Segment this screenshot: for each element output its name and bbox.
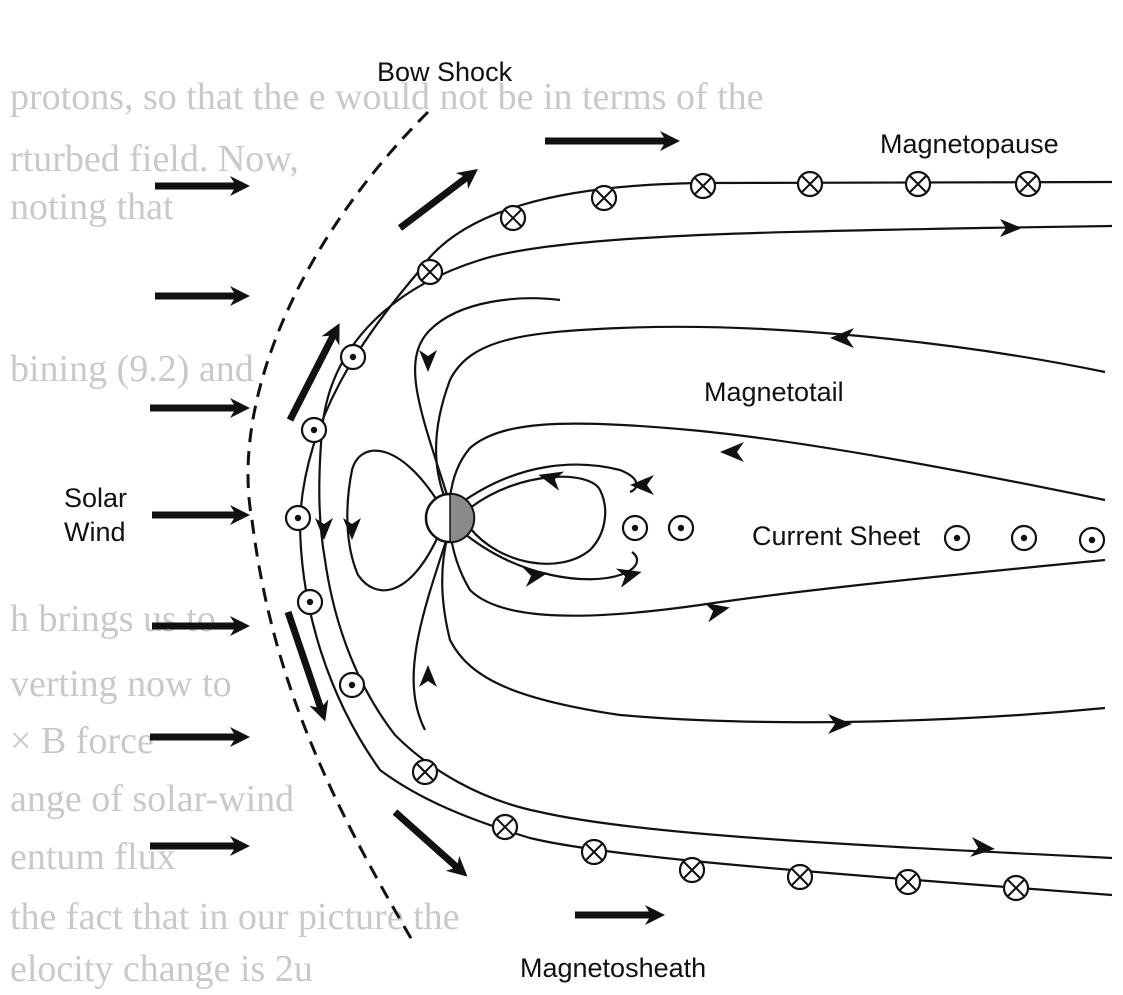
into-page-symbol-icon [1016,172,1040,196]
out-of-page-symbol-icon [298,590,322,614]
out-of-page-symbol-icon [302,418,326,442]
into-page-symbol-icon [592,186,616,210]
current-sheet-label: Current Sheet [750,522,922,552]
boundary-inner-upper [319,226,1112,858]
out-of-page-current-symbols [286,345,1104,697]
into-page-symbol-icon [493,815,517,839]
magnetosheath-flow-arrows [288,141,670,915]
into-page-symbol-icon [418,260,442,284]
magnetopause-upper-line [300,182,1112,895]
into-page-symbol-icon [691,174,715,198]
magnetopause-label: Magnetopause [880,130,1059,160]
into-page-symbol-icon [798,172,822,196]
into-page-symbol-icon [501,206,525,230]
out-of-page-symbol-icon [669,516,693,540]
into-page-symbol-icon [906,172,930,196]
out-of-page-symbol-icon [286,506,310,530]
magnetotail-label: Magnetotail [704,378,844,408]
solar-wind-label-line1: Solar [64,484,127,514]
planet-icon [426,494,474,542]
out-of-page-symbol-icon [341,345,365,369]
into-page-symbol-icon [896,870,920,894]
out-of-page-symbol-icon [1012,526,1036,550]
out-of-page-symbol-icon [340,673,364,697]
solar-wind-label-line2: Wind [64,518,126,548]
into-page-symbol-icon [680,858,704,882]
tail-field-line-1 [436,327,1105,498]
into-page-symbol-icon [788,865,812,889]
into-page-symbol-icon [413,760,437,784]
out-of-page-symbol-icon [623,516,647,540]
tail-field-line-2 [450,424,1105,500]
bow-shock-label: Bow Shock [377,58,512,88]
solar-wind-arrows [150,186,240,846]
out-of-page-symbol-icon [945,526,969,550]
magnetosheath-label: Magnetosheath [520,954,706,984]
closed-loop-night-2 [460,530,637,579]
into-page-symbol-icon [1004,876,1028,900]
out-of-page-symbol-icon [1080,528,1104,552]
into-page-symbol-icon [582,840,606,864]
